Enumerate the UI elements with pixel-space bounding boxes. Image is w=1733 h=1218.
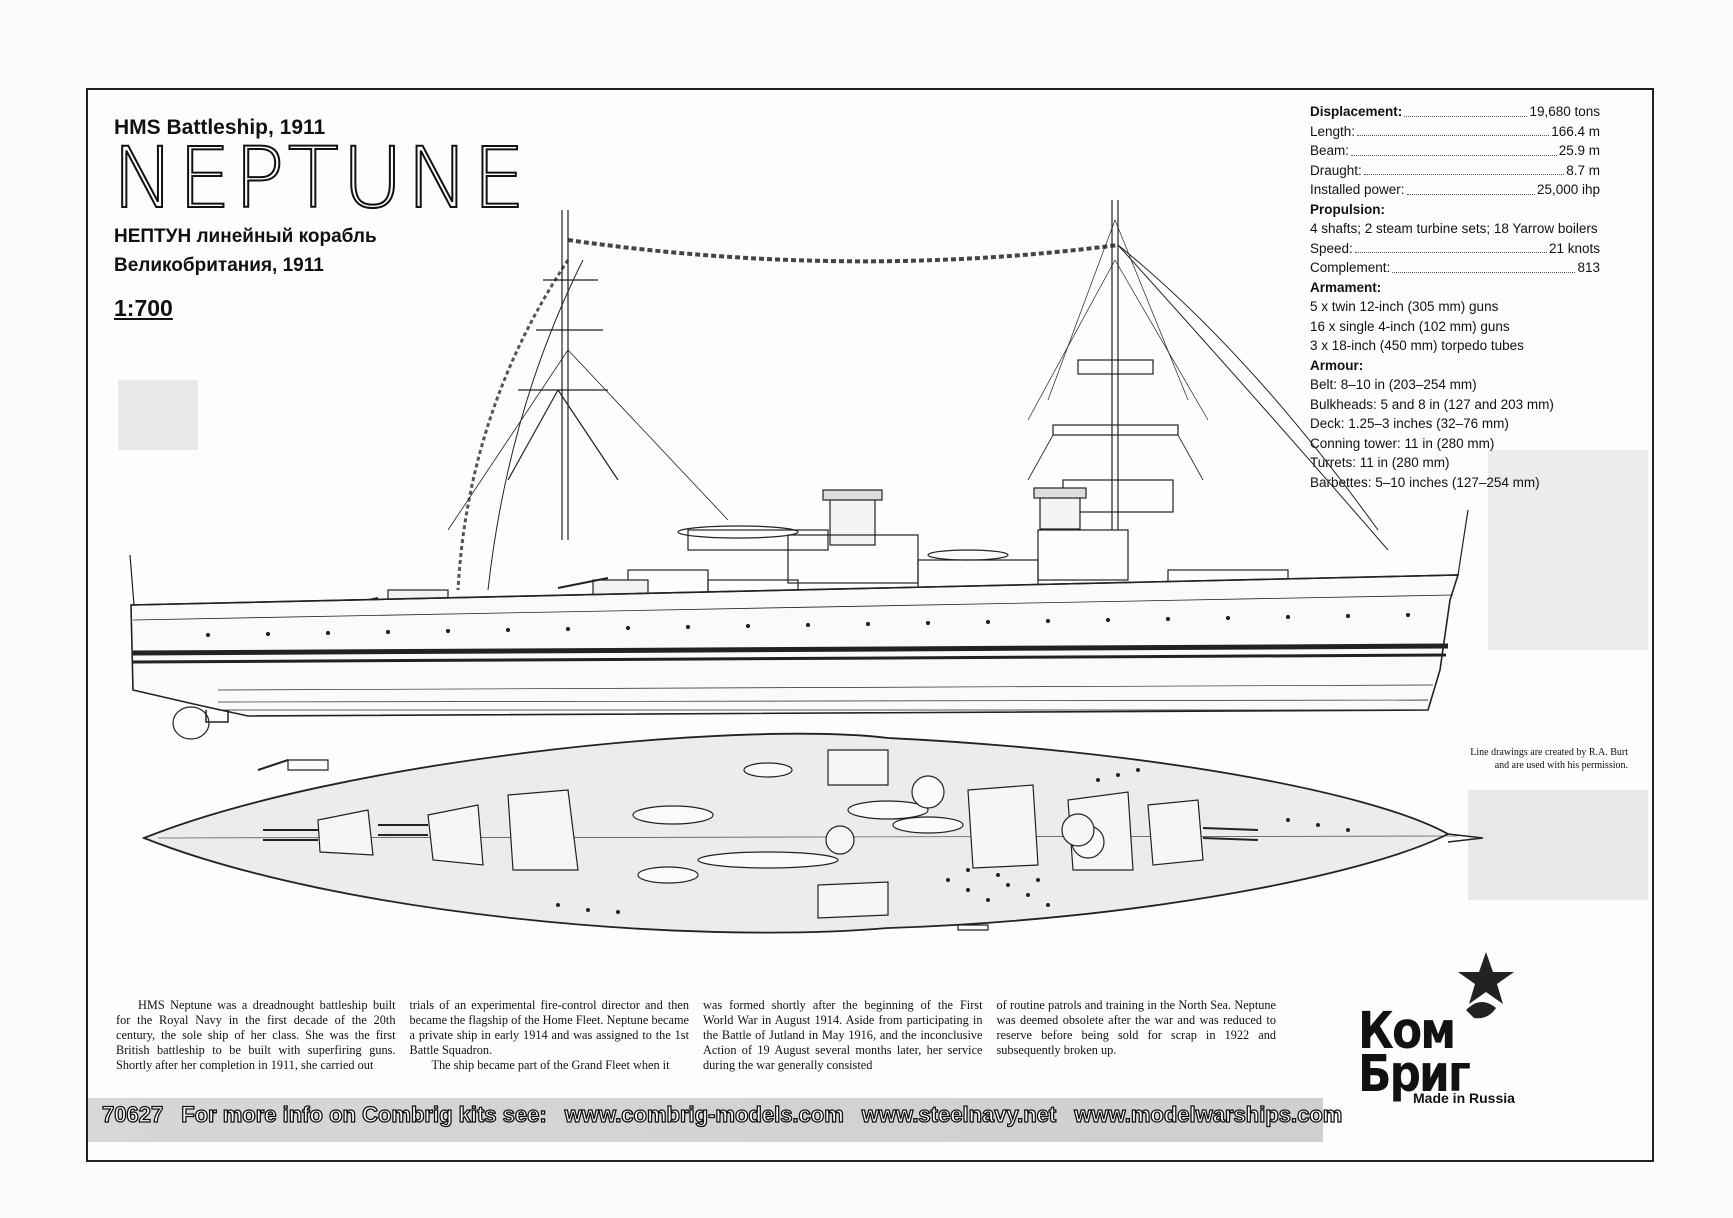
logo-text-top: Ком	[1358, 1002, 1456, 1061]
spec-armour-5: Turrets: 11 in (280 mm)	[1310, 455, 1450, 470]
text-column-3: was formed shortly after the beginning o…	[703, 998, 983, 1098]
spec-draught: Draught: 8.7 m	[1310, 162, 1600, 178]
logo-text-bottom: Бриг	[1358, 1045, 1471, 1104]
spec-beam: Beam: 25.9 m	[1310, 143, 1600, 158]
spec-armour-6: Barbettes: 5–10 inches (127–254 mm)	[1310, 474, 1540, 490]
spec-speed: Speed: 21 knots	[1310, 240, 1600, 256]
drawing-frame: HMS Battleship, 1911 NEPTUNE НЕПТУН лине…	[86, 88, 1654, 1162]
spec-complement: Complement: 813	[1310, 260, 1600, 275]
spec-armament-head: Armament:	[1310, 279, 1382, 295]
spec-armour-1: Belt: 8–10 in (203–254 mm)	[1310, 377, 1477, 392]
link-modelwarships[interactable]: www.modelwarships.com	[1074, 1101, 1343, 1127]
paragraph: The ship became part of the Grand Fleet …	[431, 1058, 670, 1072]
spec-displacement: Displacement: 19,680 tons	[1310, 104, 1600, 119]
link-combrig[interactable]: www.combrig-models.com	[564, 1101, 844, 1127]
spec-armament-2: 16 x single 4-inch (102 mm) guns	[1310, 318, 1510, 334]
credit-line-2: and are used with his permission.	[1494, 760, 1628, 771]
russian-subtitle-2: Великобритания, 1911	[114, 255, 324, 276]
spec-armament-3: 3 x 18-inch (450 mm) torpedo tubes	[1310, 338, 1524, 353]
paragraph: of routine patrols and training in the N…	[996, 998, 1277, 1057]
spec-armour-4: Conning tower: 11 in (280 mm)	[1310, 435, 1495, 451]
spec-armour-2: Bulkheads: 5 and 8 in (127 and 203 mm)	[1310, 396, 1554, 412]
russian-subtitle-1: НЕПТУН линейный корабль	[114, 226, 377, 247]
footer-band	[88, 1098, 1323, 1142]
paragraph: HMS Neptune was a dreadnought battleship…	[116, 998, 396, 1072]
footer-info-text: For more info on Combrig kits see:	[181, 1101, 548, 1127]
ship-title: NEPTUNE	[111, 129, 529, 227]
kit-number: 70627	[101, 1101, 164, 1127]
spec-armour-head: Armour:	[1310, 357, 1364, 373]
ship-profile-drawing	[129, 200, 1469, 740]
drawing-credit: Line drawings are created by R.A. Burt a…	[1408, 746, 1628, 772]
ship-subtitle: HMS Battleship, 1911	[114, 116, 326, 139]
credit-line-1: Line drawings are created by R.A. Burt	[1470, 747, 1628, 758]
spec-propulsion-head: Propulsion:	[1310, 201, 1385, 217]
text-column-1: HMS Neptune was a dreadnought battleship…	[116, 998, 396, 1098]
scale-label: 1:700	[114, 295, 173, 321]
paragraph: was formed shortly after the beginning o…	[703, 998, 983, 1072]
spec-power: Installed power: 25,000 ihp	[1310, 182, 1600, 197]
star-icon	[1458, 952, 1514, 1019]
spec-length: Length: 166.4 m	[1310, 123, 1600, 139]
made-in-russia: Made in Russia	[1413, 1090, 1515, 1106]
spec-propulsion: 4 shafts; 2 steam turbine sets; 18 Yarro…	[1310, 221, 1598, 236]
ship-plan-drawing	[141, 732, 1484, 934]
spec-armament-1: 5 x twin 12-inch (305 mm) guns	[1310, 299, 1499, 314]
paragraph: trials of an experimental fire-control d…	[409, 998, 690, 1057]
text-column-4: of routine patrols and training in the N…	[997, 998, 1277, 1098]
history-text: HMS Neptune was a dreadnought battleship…	[116, 998, 1276, 1098]
background-show-through	[118, 380, 1648, 900]
spec-armour-3: Deck: 1.25–3 inches (32–76 mm)	[1310, 416, 1509, 431]
text-column-2: trials of an experimental fire-control d…	[410, 998, 690, 1098]
footer-links: 70627 For more info on Combrig kits see:…	[101, 1101, 1343, 1128]
link-steelnavy[interactable]: www.steelnavy.net	[861, 1101, 1057, 1127]
specifications-block: Displacement: 19,680 tons Length: 166.4 …	[1310, 102, 1600, 492]
